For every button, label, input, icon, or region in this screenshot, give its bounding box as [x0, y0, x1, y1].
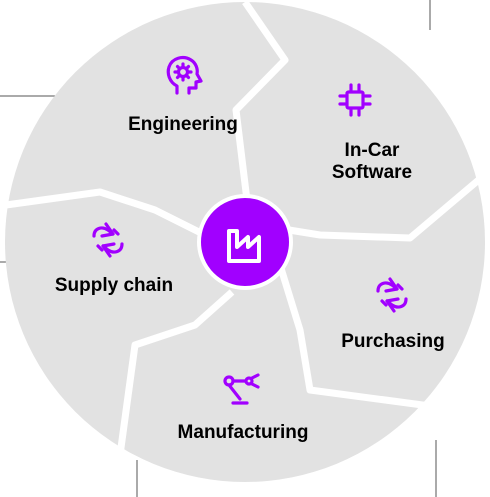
circular-arrows-icon	[376, 277, 408, 313]
divider-left	[5, 188, 217, 244]
in-car-software-label-line1: In-Car	[344, 140, 400, 161]
in-car-software-label-line2: Software	[331, 162, 413, 183]
purchasing-label: Purchasing	[341, 331, 445, 352]
supply-chain-label: Supply chain	[54, 275, 174, 296]
head-with-gear-icon	[166, 56, 203, 95]
divider-lower-left	[116, 289, 235, 456]
divider-top	[232, 0, 289, 226]
manufacturing-label: Manufacturing	[177, 422, 309, 443]
chip-icon	[338, 83, 372, 117]
factory-icon	[227, 229, 261, 263]
engineering-label: Engineering	[128, 114, 238, 135]
in-car-software-label: In-Car Software	[332, 140, 412, 184]
robotic-arm-icon	[223, 373, 260, 405]
circular-arrows-icon	[92, 222, 124, 258]
connector-lines	[0, 0, 437, 497]
divider-lower-right	[276, 263, 461, 414]
